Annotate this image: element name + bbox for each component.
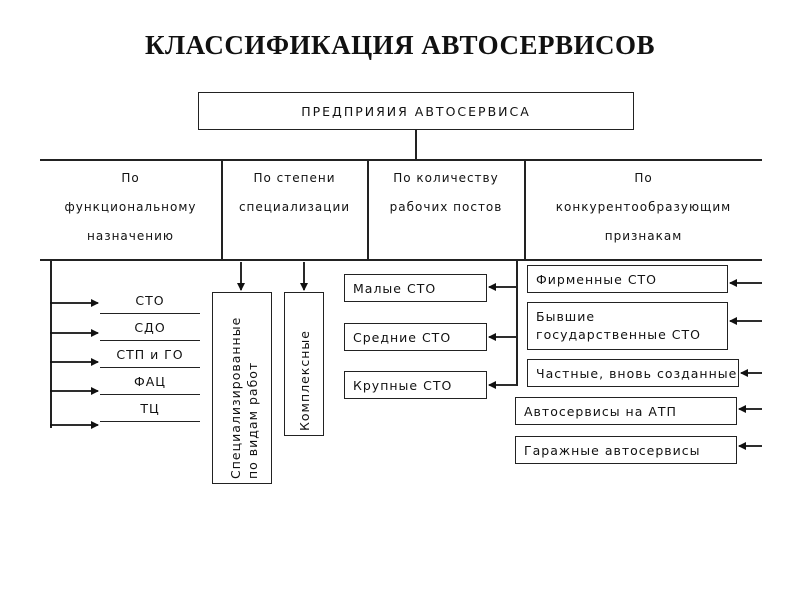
competitive-item: Гаражные автосервисы: [515, 436, 737, 464]
competitive-item: Автосервисы на АТП: [515, 397, 737, 425]
category-bottom-border: [40, 259, 762, 261]
posts-trunk: [516, 260, 518, 386]
functional-trunk: [50, 260, 52, 428]
category-competitive: По конкурентообразующим признакам: [525, 160, 762, 260]
functional-item: ФАЦ: [100, 368, 200, 395]
functional-item: СТП и ГО: [100, 341, 200, 368]
posts-label: Крупные СТО: [353, 377, 453, 393]
page-title: КЛАССИФИКАЦИЯ АВТОСЕРВИСОВ: [144, 30, 656, 60]
category-line: По степени: [253, 171, 336, 185]
posts-item: Средние СТО: [344, 323, 487, 351]
category-posts: По количеству рабочих постов: [368, 160, 524, 260]
category-line: По: [121, 171, 140, 185]
competitive-label: Автосервисы на АТП: [524, 403, 677, 419]
posts-label: Средние СТО: [353, 329, 452, 345]
competitive-item: Фирменные СТО: [527, 265, 728, 293]
root-box: ПРЕДПРИЯИЯ АВТОСЕРВИСА: [198, 92, 634, 130]
category-line: конкурентообразующим: [555, 200, 732, 214]
functional-item: СТО: [100, 287, 200, 314]
competitive-label: государственные СТО: [536, 327, 702, 342]
functional-list: СТО СДО СТП и ГО ФАЦ ТЦ: [100, 287, 200, 422]
category-line: рабочих постов: [389, 200, 503, 214]
complex-box: Комплексные: [284, 292, 324, 436]
posts-label: Малые СТО: [353, 280, 437, 296]
category-line: По количеству: [393, 171, 499, 185]
category-specialization: По степени специализации: [222, 160, 367, 260]
category-line: функциональному: [64, 200, 197, 214]
competitive-label: Гаражные автосервисы: [524, 442, 701, 458]
category-line: признакам: [604, 229, 683, 243]
posts-item: Малые СТО: [344, 274, 487, 302]
category-line: назначению: [87, 229, 174, 243]
competitive-item: Бывшие государственные СТО: [527, 302, 728, 350]
category-divider-1: [221, 159, 223, 260]
competitive-label: Фирменные СТО: [536, 271, 658, 287]
specialized-box: Специализированные по видам работ: [212, 292, 272, 484]
category-line: По: [634, 171, 653, 185]
root-connector: [415, 130, 417, 160]
category-functional: По функциональному назначению: [40, 160, 221, 260]
category-line: специализации: [238, 200, 351, 214]
competitive-item: Частные, вновь созданные: [527, 359, 739, 387]
root-label: ПРЕДПРИЯИЯ АВТОСЕРВИСА: [301, 103, 531, 119]
competitive-label: Частные, вновь созданные: [536, 365, 738, 381]
competitive-label: Бывшие: [536, 309, 596, 324]
functional-item: СДО: [100, 314, 200, 341]
posts-item: Крупные СТО: [344, 371, 487, 399]
category-divider-2: [367, 159, 369, 260]
category-top-border: [40, 159, 762, 161]
category-divider-3: [524, 159, 526, 260]
functional-item: ТЦ: [100, 395, 200, 422]
